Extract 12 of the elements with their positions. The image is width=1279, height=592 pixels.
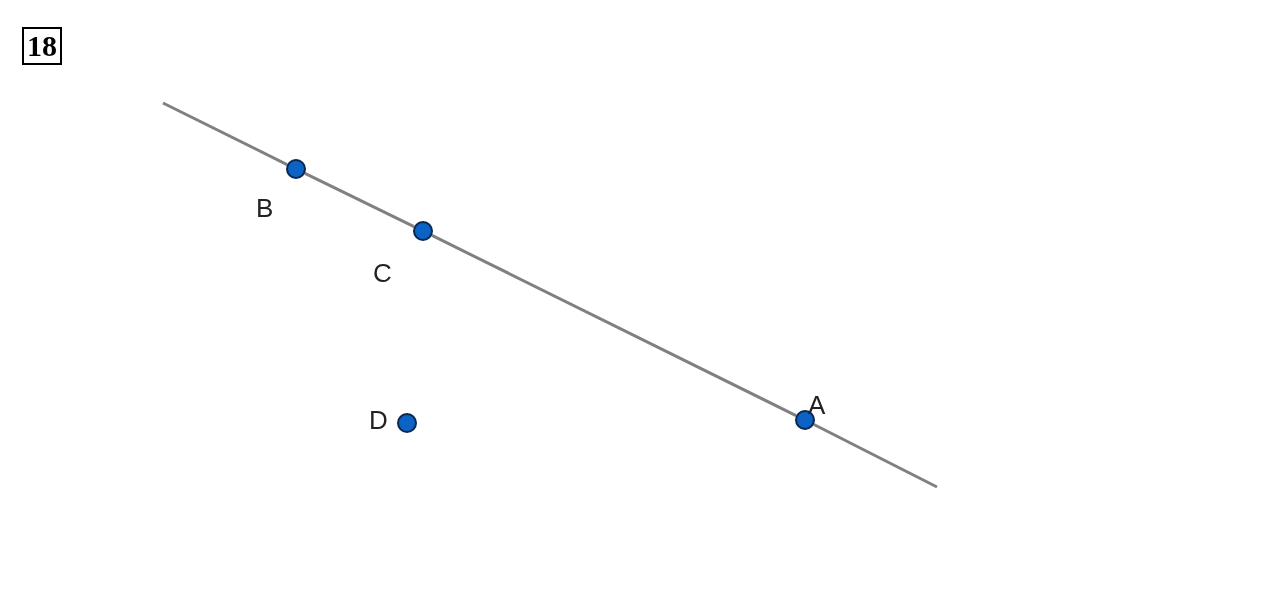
point-label: A (808, 391, 826, 419)
line-segment (304, 172, 415, 228)
line-segment (431, 234, 797, 417)
problem-number: 18 (22, 27, 62, 65)
point-marker (286, 159, 306, 179)
line-segment (813, 423, 938, 489)
line-segment (162, 101, 288, 166)
point-label: D (369, 406, 388, 434)
point-marker (397, 413, 417, 433)
point-label: C (373, 259, 392, 287)
point-label: B (256, 194, 274, 222)
point-marker (413, 221, 433, 241)
